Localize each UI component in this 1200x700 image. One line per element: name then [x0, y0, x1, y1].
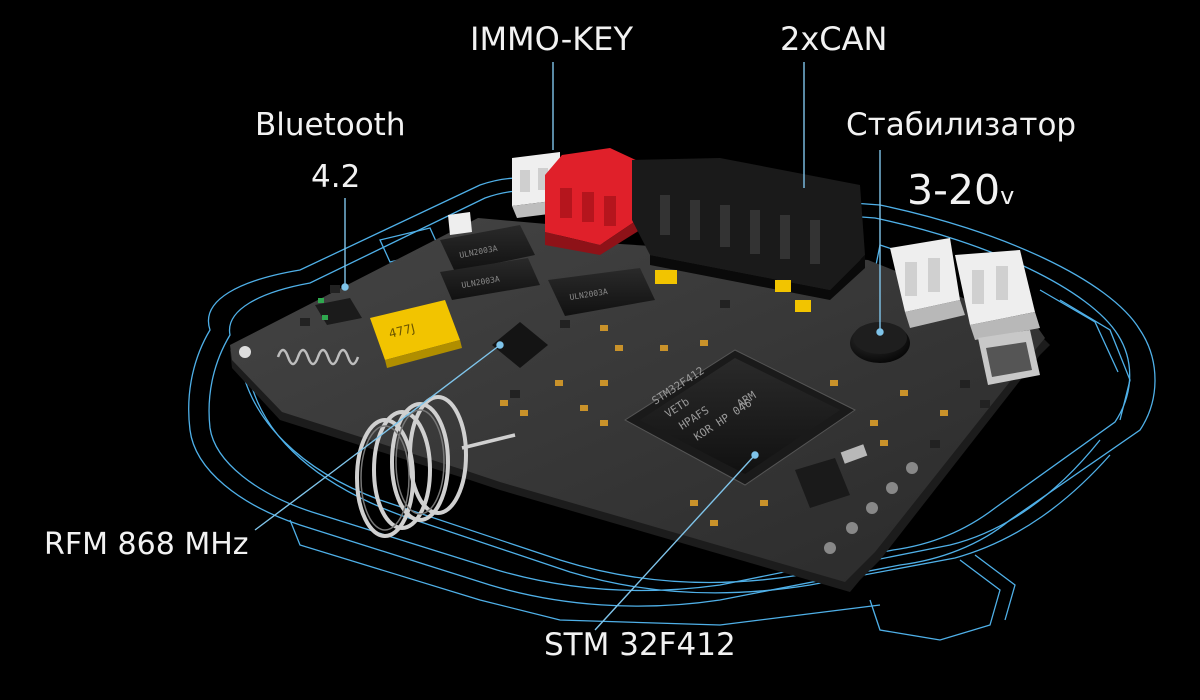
voltage-value: 3-20 [907, 166, 1001, 214]
usb-port [978, 330, 1040, 385]
connector-power [890, 238, 965, 328]
driver-ic-2: ULN2003A [548, 268, 655, 316]
connector-small [448, 212, 472, 235]
solder-pads [500, 325, 948, 526]
smd-parts [300, 285, 990, 448]
mounting-pads [239, 346, 918, 554]
label-can: 2xCAN [780, 20, 888, 58]
callout-stm [594, 454, 756, 631]
svg-text:477J: 477J [387, 321, 416, 341]
case-edge-bottom [289, 519, 881, 626]
green-leds [318, 298, 328, 320]
pcb-antenna-trace [276, 348, 360, 366]
label-bluetooth-version: 4.2 [311, 159, 361, 195]
label-voltage: 3-20v [907, 170, 1014, 211]
callout-lines [254, 62, 884, 631]
label-stm: STM 32F412 [544, 627, 736, 663]
case-rim [239, 359, 1101, 584]
aux-chip [795, 458, 850, 508]
connector-can [632, 158, 865, 300]
voltage-unit: v [1000, 182, 1015, 210]
small-yellow-parts [655, 270, 811, 312]
tantalum-capacitor: 477J [370, 300, 462, 368]
label-immo-key: IMMO-KEY [470, 20, 634, 58]
rf-spring-shading [360, 409, 445, 531]
driver-ic-3: ULN2003A [440, 258, 540, 300]
case-rim-2 [249, 379, 1111, 594]
label-stabilizer: Стабилизатор [846, 107, 1077, 143]
case-lip-2 [974, 554, 1016, 621]
connector-aux [955, 250, 1040, 340]
crystal [840, 444, 868, 464]
rf-spring-antenna [355, 395, 516, 538]
case-side [1059, 299, 1131, 421]
callout-rfm [254, 344, 501, 531]
rf-chip [492, 322, 548, 368]
connector-red [545, 148, 640, 255]
case-lip [869, 559, 1001, 641]
label-rfm: RFM 868 MHz [44, 527, 249, 562]
stabilizer-component [850, 322, 910, 363]
driver-ic-1: ULN2003A [440, 225, 535, 272]
case-side-2 [1039, 289, 1119, 373]
label-bluetooth: Bluetooth [255, 107, 406, 143]
connectors [448, 148, 1040, 385]
